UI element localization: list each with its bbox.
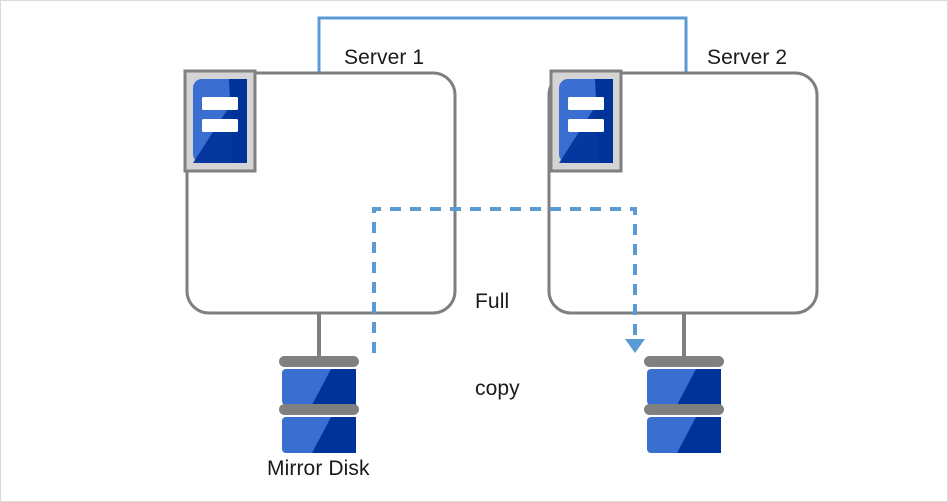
disk2-platter-bottom-shade bbox=[677, 417, 721, 453]
disk2-platter-top-shade bbox=[677, 369, 721, 405]
interconnect-line bbox=[317, 16, 688, 72]
disk-icon bbox=[644, 356, 724, 453]
server1-label: Server 1 bbox=[344, 46, 425, 69]
mirror-disk-label: Mirror Disk bbox=[267, 457, 370, 480]
full-copy-arrowhead-icon bbox=[625, 339, 645, 353]
server2-label: Server 2 bbox=[707, 46, 788, 69]
server-icon bbox=[183, 69, 257, 173]
server-icon bbox=[549, 69, 623, 173]
connection-interconnect bbox=[317, 16, 688, 72]
disk1-platter-bottom-shade bbox=[312, 417, 356, 453]
full-copy-dashed-line bbox=[372, 207, 637, 353]
server-icon-bar-top bbox=[202, 97, 238, 110]
disk2-bar-mid bbox=[644, 404, 724, 415]
disk2-bar-top bbox=[644, 356, 724, 367]
server-icon-bar-bottom bbox=[202, 119, 238, 132]
disk-icon bbox=[279, 356, 359, 453]
server-icon-bar-top bbox=[568, 97, 604, 110]
server-icon-bar-bottom bbox=[568, 119, 604, 132]
connection-full-copy bbox=[372, 207, 645, 353]
disk1-bar-mid bbox=[279, 404, 359, 415]
disk1-platter-top-shade bbox=[312, 369, 356, 405]
full-copy-label: Full copy bbox=[475, 229, 520, 461]
disk1-bar-top bbox=[279, 356, 359, 367]
full-copy-label-line2: copy bbox=[475, 377, 520, 400]
full-copy-label-line1: Full bbox=[475, 290, 510, 313]
